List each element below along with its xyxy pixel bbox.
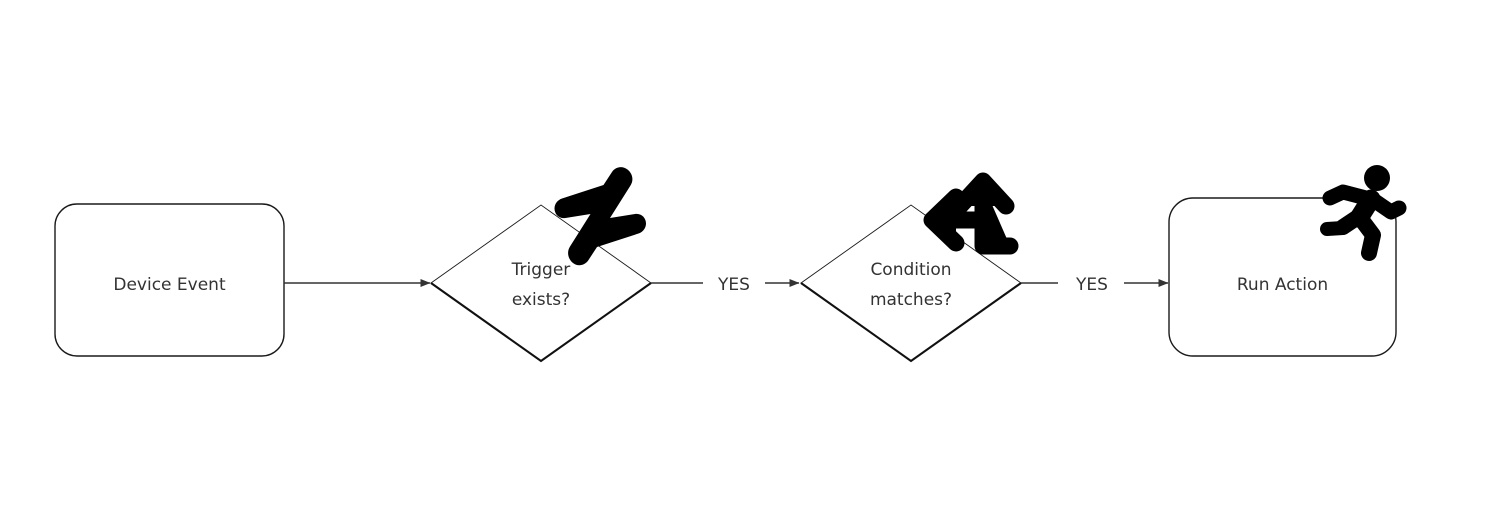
node-trigger-exists[interactable]: Trigger exists? (430, 167, 652, 363)
branch-arrow-icon (923, 172, 1019, 255)
device-event-label: Device Event (113, 275, 226, 295)
edge-trigger-to-condition: YES (651, 275, 800, 295)
edge-3-label: YES (1075, 275, 1108, 295)
lightning-bolt-icon (554, 167, 646, 266)
run-action-shape[interactable] (1168, 197, 1397, 357)
condition-matches-label-line1: Condition (870, 260, 951, 280)
node-run-action[interactable]: Run Action (1168, 165, 1407, 357)
node-device-event[interactable]: Device Event (54, 203, 285, 357)
condition-matches-label-line2: matches? (870, 290, 952, 310)
device-event-shape[interactable] (54, 203, 285, 357)
edge-condition-to-run-action: YES (1021, 275, 1169, 295)
node-condition-matches[interactable]: Condition matches? (800, 172, 1022, 363)
edge-2-label: YES (717, 275, 750, 295)
trigger-exists-label-line1: Trigger (511, 260, 571, 280)
trigger-exists-label-line2: exists? (512, 290, 570, 310)
condition-matches-shape-lower-edge (800, 282, 1022, 363)
trigger-exists-shape-lower-edge (430, 282, 652, 363)
run-action-label: Run Action (1237, 275, 1328, 295)
running-person-icon (1320, 165, 1407, 261)
